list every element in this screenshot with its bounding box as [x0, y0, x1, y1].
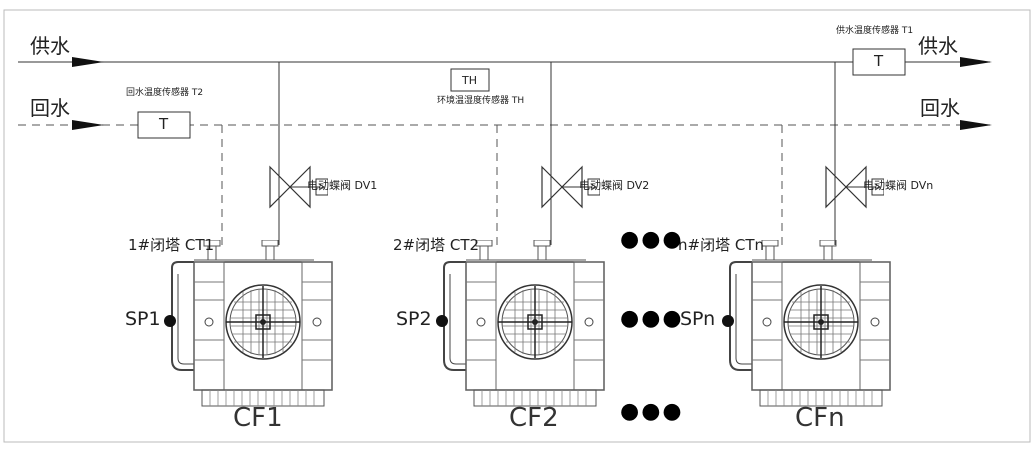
ellipsis-bottom: ●●●	[620, 399, 684, 424]
return-arrow-left	[72, 120, 104, 130]
pump-spn-icon	[722, 315, 734, 327]
valve-label-dv2: 电动蝶阀 DV2	[579, 179, 650, 192]
pump-label-sp1: SP1	[125, 308, 161, 330]
th-sensor-label: 环境温湿度传感器 TH	[437, 96, 525, 106]
fan-label-cfn: CFn	[795, 403, 845, 433]
supply-arrow-right	[960, 57, 992, 67]
tower-label-ct2: 2#闭塔 CT2	[393, 236, 480, 254]
tower-label-ctn: n#闭塔 CTn	[678, 236, 764, 254]
valve-label-dv1: 电动蝶阀 DV1	[307, 179, 378, 192]
cooling-tower-1	[171, 240, 333, 407]
t1-sensor-label: 供水温度传感器 T1	[836, 26, 914, 36]
supply-label-right: 供水	[918, 34, 958, 58]
cooling-tower-n	[729, 240, 891, 407]
pump-label-spn: SPn	[680, 308, 716, 330]
th-sensor-box	[450, 68, 490, 92]
return-label-left: 回水	[30, 96, 70, 120]
return-label-right: 回水	[920, 96, 960, 120]
t2-sensor-label: 回水温度传感器 T2	[126, 88, 204, 98]
pump-sp1-icon	[164, 315, 176, 327]
t2-sensor-box-text: T	[159, 115, 169, 133]
return-arrow-right	[960, 120, 992, 130]
tower-label-ct1: 1#闭塔 CT1	[128, 236, 215, 254]
th-sensor-box-text: TH	[462, 74, 477, 87]
pump-label-sp2: SP2	[396, 308, 432, 330]
t2-sensor-box	[137, 111, 191, 139]
valve-label-dvn: 电动蝶阀 DVn	[863, 179, 934, 192]
fan-label-cf2: CF2	[509, 403, 559, 433]
t1-sensor-box-text: T	[874, 52, 884, 70]
supply-label-left: 供水	[30, 34, 70, 58]
drawing-frame	[3, 9, 1031, 443]
ellipsis-middle: ●●●	[620, 306, 684, 331]
supply-arrow-left	[72, 57, 104, 67]
ellipsis-top: ●●●	[620, 227, 684, 252]
t1-sensor-box	[852, 48, 906, 76]
pump-sp2-icon	[436, 315, 448, 327]
fan-label-cf1: CF1	[233, 403, 283, 433]
cooling-tower-2	[443, 240, 605, 407]
